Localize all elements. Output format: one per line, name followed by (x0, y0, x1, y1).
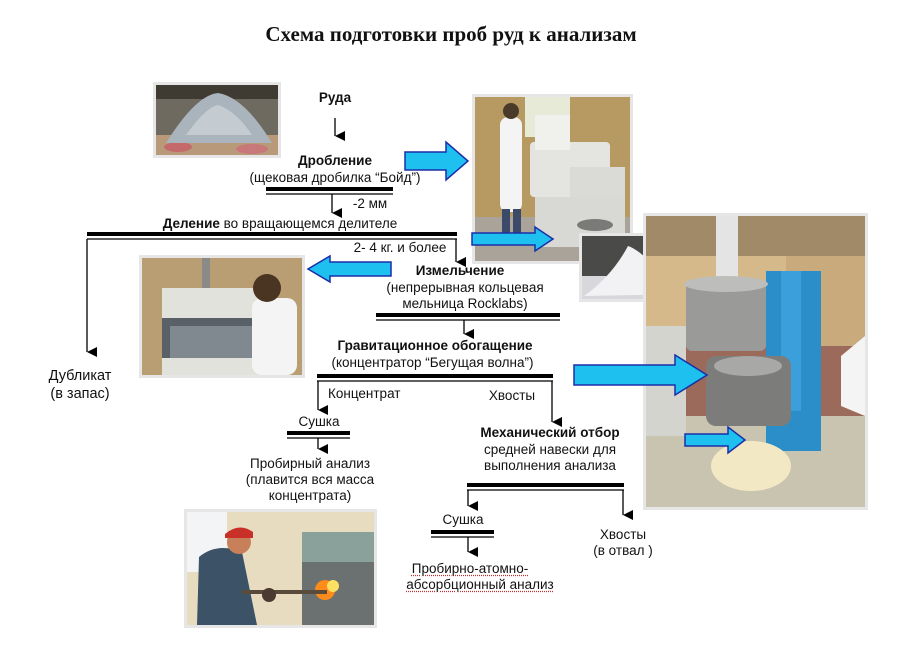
gravity-detail: (концентратор “Бегущая волна”) (331, 355, 534, 370)
mechanical-line2: выполнения анализа (484, 458, 616, 473)
assay-line3: концентрата) (268, 488, 352, 503)
blue-arrow-to-crusher-photo (404, 140, 470, 182)
assay-line1: Пробирный анализ (249, 456, 371, 471)
mechanical-title: Механический отбор (480, 425, 620, 440)
assay-line2: (плавится вся масса (245, 472, 375, 487)
duplicate-line1: Дубликат (48, 368, 112, 384)
crushing-detail: (щековая дробилка “Бойд”) (249, 170, 421, 185)
duplicate-line2: (в запас) (50, 386, 110, 402)
drying-left-label: Сушка (298, 414, 340, 429)
crushing-title: Дробление (298, 153, 372, 168)
blue-arrow-to-powder (471, 225, 555, 253)
blue-arrow-to-concentrator (573, 353, 709, 397)
gravity-bar (317, 374, 553, 378)
blue-arrow-to-mill-photo (306, 254, 392, 284)
grinding-bar (376, 313, 560, 317)
tails-dump-line2: (в отвал ) (593, 543, 653, 558)
ring-mill-photo (139, 255, 305, 378)
aas-line2: абсорбционный анализ (406, 577, 554, 592)
concentrator-photo (643, 213, 868, 510)
tails-dump-line1: Хвосты (599, 527, 647, 542)
drying-left-bar (287, 431, 350, 435)
division-bar (87, 232, 457, 236)
diagram-title: Схема подготовки проб руд к анализам (265, 22, 637, 46)
division-detail: во вращающемся делителе (219, 216, 398, 231)
crushing-bar (266, 187, 393, 191)
grinding-line1: (непрерывная кольцевая (386, 280, 544, 295)
drying-right-label: Сушка (442, 512, 484, 527)
grinding-line2: мельница Rocklabs) (402, 296, 528, 311)
drying-right-bar (431, 530, 494, 534)
tails-label: Хвосты (488, 388, 536, 403)
division-title: Деление (162, 216, 220, 231)
gravity-title: Гравитационное обогащение (337, 338, 533, 353)
mechanical-line1: средней навески для (483, 442, 617, 457)
fire-assay-photo (184, 509, 377, 628)
ore-label: Руда (318, 90, 352, 105)
blue-arrow-to-bucket (684, 425, 747, 455)
concentrate-label: Концентрат (328, 386, 401, 401)
mechanical-bar (467, 483, 624, 487)
division-label: Деление во вращающемся делителе (140, 216, 420, 232)
division-output: 2- 4 кг. и более (353, 240, 447, 255)
grinding-title: Измельчение (415, 263, 505, 278)
aas-line1: Пробирно-атомно- (411, 561, 529, 576)
ore-pile-photo (153, 82, 281, 158)
crushing-output: -2 мм (352, 196, 388, 211)
